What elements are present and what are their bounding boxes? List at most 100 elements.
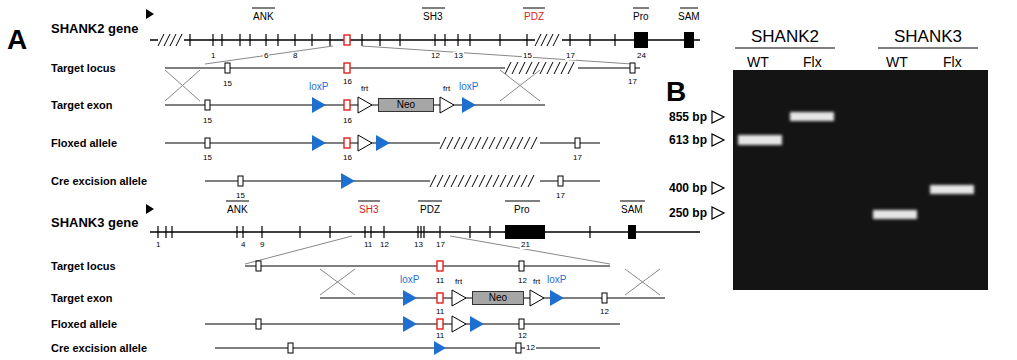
domain-block — [505, 225, 545, 239]
exon-number: 16 — [342, 117, 353, 125]
size-marker: 613 bp — [668, 134, 708, 146]
exon-number: 13 — [413, 241, 424, 249]
gap-hatch — [430, 175, 534, 187]
domain-block — [684, 32, 694, 48]
gel-image — [733, 70, 988, 290]
panel-letter: B — [665, 78, 687, 106]
exon-number: 12 — [525, 344, 536, 352]
exon-number: 17 — [627, 78, 638, 86]
exon-number: 24 — [636, 52, 647, 60]
site-label: loxP — [458, 82, 479, 92]
gene-header: SHANK3 — [893, 28, 963, 45]
domain-overline — [252, 7, 698, 8]
domain-label: ANK — [252, 12, 275, 22]
exon-number: 12 — [379, 241, 390, 249]
exon-ticks — [158, 226, 590, 238]
zoom-lines — [245, 236, 610, 264]
exon-number: 11 — [363, 241, 373, 249]
row-label: Floxed allele — [50, 319, 118, 330]
site-label: frt — [360, 85, 369, 93]
target-exon-box — [437, 293, 443, 303]
exon-number: 13 — [453, 52, 464, 60]
construct-line — [165, 104, 545, 105]
lane-label: Flx — [802, 55, 823, 69]
zoom-lines — [205, 46, 632, 64]
target-exon-box — [344, 138, 350, 148]
exon-box — [205, 100, 210, 110]
exon-ticks — [190, 34, 615, 46]
row-label: Target exon — [50, 293, 114, 304]
loxp-triangle — [462, 97, 476, 113]
panel-letter: A — [6, 26, 28, 54]
exon-number: 9 — [259, 241, 265, 249]
target-exon-box — [437, 319, 443, 329]
exon-box — [516, 343, 521, 353]
exon-box — [602, 293, 607, 303]
exon-number: 17 — [435, 241, 446, 249]
gene-line — [150, 39, 700, 40]
target-exon-box — [437, 261, 443, 271]
exon-box — [256, 261, 261, 271]
target-exon-box — [344, 100, 350, 110]
exon-number: 11 — [435, 332, 445, 340]
exon-number: 1 — [210, 52, 216, 60]
exon-box — [225, 63, 230, 73]
frt-triangle — [440, 97, 454, 113]
exon-box — [288, 343, 293, 353]
site-label: loxP — [308, 82, 329, 92]
start-arrow — [146, 9, 154, 19]
exon-number: 12 — [517, 332, 528, 340]
exon-number: 15 — [522, 52, 533, 60]
exon-number: 12 — [599, 308, 610, 316]
size-marker: 855 bp — [668, 111, 708, 123]
exon-number: 17 — [572, 154, 583, 162]
gel-band — [790, 112, 834, 121]
marker-triangle — [712, 182, 724, 194]
domain-block — [628, 225, 636, 239]
target-exon-mark — [344, 35, 350, 45]
exon-number: 17 — [555, 192, 566, 200]
row-label: Target exon — [50, 100, 114, 111]
allele-line — [205, 180, 600, 181]
frt-triangle — [358, 97, 372, 113]
marker-triangle — [712, 134, 724, 146]
gel-band — [930, 185, 974, 194]
exon-box — [205, 138, 210, 148]
loxp-triangle — [550, 290, 564, 306]
neo-cassette: Neo — [378, 98, 434, 112]
exon-number: 11 — [435, 308, 445, 316]
locus-line — [245, 265, 610, 266]
frt-triangle — [452, 316, 466, 332]
gene-header: SHANK2 — [750, 28, 820, 45]
exon-box — [519, 261, 524, 271]
size-marker: 400 bp — [668, 182, 708, 194]
domain-block — [634, 32, 648, 48]
site-label: frt — [454, 278, 463, 286]
exon-number: 11 — [435, 277, 445, 285]
site-label: loxP — [546, 275, 567, 285]
loxp-triangle — [403, 316, 417, 332]
domain-label: SAM — [620, 205, 644, 215]
exon-number: 16 — [342, 154, 353, 162]
locus-line — [165, 67, 640, 68]
group-underline — [735, 47, 978, 48]
gene-name: SHANK2 gene — [50, 22, 139, 35]
exon-number: 15 — [235, 192, 246, 200]
exon-box — [575, 138, 580, 148]
cassette-label: Neo — [397, 100, 415, 110]
gel-band — [873, 210, 917, 219]
gap-hatch — [505, 62, 574, 74]
frt-triangle — [452, 290, 466, 306]
domain-label: Pro — [632, 12, 650, 22]
exon-box — [519, 319, 524, 329]
exon-number: 21 — [520, 241, 531, 249]
cassette-label: Neo — [489, 293, 507, 303]
exon-number: 15 — [222, 80, 233, 88]
gap-hatch — [158, 34, 559, 46]
exon-number: 12 — [517, 277, 528, 285]
loxp-triangle — [312, 135, 326, 151]
neo-cassette: Neo — [472, 291, 524, 305]
domain-label: ANK — [226, 205, 249, 215]
